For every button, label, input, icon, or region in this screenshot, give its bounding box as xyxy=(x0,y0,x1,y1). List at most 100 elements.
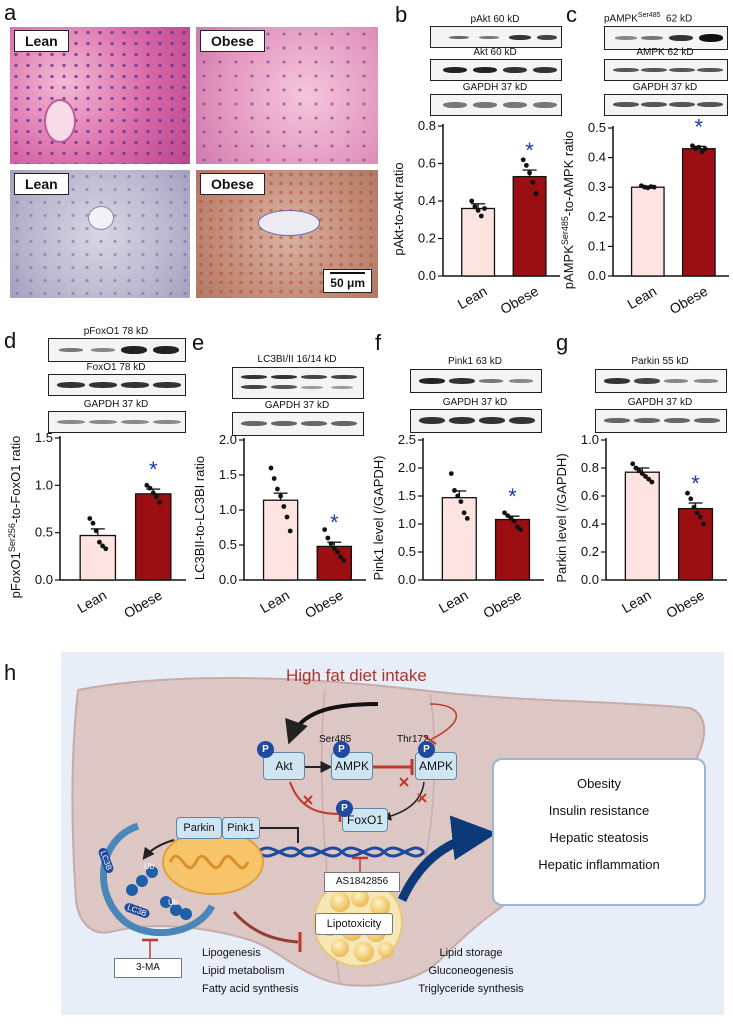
data-point xyxy=(690,143,695,149)
y-axis-label: Pink1 level (/GAPDH) xyxy=(371,456,386,581)
data-point xyxy=(520,157,526,163)
data-point xyxy=(103,546,109,552)
phospho-icon: P xyxy=(333,741,350,758)
list-item: Fatty acid synthesis xyxy=(202,983,299,995)
significance-star: * xyxy=(149,457,158,482)
data-point xyxy=(461,510,467,516)
y-tick-label: 0.4 xyxy=(581,516,599,531)
ampk-to-foxo1-arrow xyxy=(382,781,425,821)
y-tick-label: 0.2 xyxy=(418,231,436,246)
y-axis-label: Parkin level (/GAPDH) xyxy=(554,453,569,582)
data-point xyxy=(697,514,703,520)
list-item: Lipogenesis xyxy=(202,947,261,959)
ub-label: Ub xyxy=(144,862,155,871)
bar-lean xyxy=(461,207,496,277)
data-point xyxy=(458,499,464,504)
data-point xyxy=(508,516,514,521)
blot-gapdh xyxy=(232,412,364,436)
outcome-item: Obesity xyxy=(576,776,622,791)
y-tick-label: 0.3 xyxy=(588,179,606,194)
bar-obese xyxy=(677,507,714,581)
ubiquitin-chain-icon xyxy=(126,866,192,920)
data-point xyxy=(702,146,708,152)
data-point xyxy=(630,461,636,467)
data-point xyxy=(97,539,102,545)
blot-label: LC3BI/II 16/14 kD xyxy=(257,354,337,365)
significance-star: * xyxy=(330,510,339,535)
data-point xyxy=(643,474,648,479)
blot-foxo1 xyxy=(48,374,186,396)
y-tick-label: 1.0 xyxy=(581,432,599,447)
y-tick-label: 0.6 xyxy=(418,156,436,171)
data-point xyxy=(335,549,340,555)
data-point xyxy=(699,149,705,155)
panel-letter-e: e xyxy=(192,330,205,355)
data-point xyxy=(533,191,539,196)
y-axis-label: pFoxO1Ser256-to-FoxO1 ratio xyxy=(7,436,23,599)
bar-lean xyxy=(262,499,299,581)
blot-label: GAPDH 37 kD xyxy=(442,397,508,408)
data-point xyxy=(90,520,96,526)
micro-label: Obese xyxy=(200,30,265,52)
data-point xyxy=(685,490,690,496)
y-tick-label: 1.5 xyxy=(398,488,416,503)
data-point xyxy=(478,213,484,219)
ampk-active-node: AMPK xyxy=(415,752,457,780)
blot-label: AMPK 62 kD xyxy=(636,47,694,58)
y-tick-label: 0.0 xyxy=(418,268,436,283)
lipotoxicity-to-outcome-arrow xyxy=(397,815,497,902)
y-tick-label: 0.4 xyxy=(588,150,606,165)
data-point xyxy=(472,204,478,210)
parkin-node: Parkin xyxy=(176,817,222,839)
data-point xyxy=(502,510,507,516)
blot-gapdh xyxy=(410,409,542,433)
data-point xyxy=(281,504,287,509)
bar-obese xyxy=(494,518,531,581)
data-point xyxy=(633,465,639,471)
data-point xyxy=(701,521,706,527)
blot-label: GAPDH 37 kD xyxy=(632,82,698,93)
data-point xyxy=(157,499,163,505)
data-point xyxy=(452,488,457,493)
data-point xyxy=(518,527,523,532)
blot-gapdh xyxy=(595,409,727,433)
data-point xyxy=(287,528,293,534)
data-point xyxy=(651,184,657,190)
blot-label: Akt 60 kD xyxy=(473,47,517,58)
data-point xyxy=(511,518,517,524)
blot-gapdh xyxy=(48,411,186,433)
y-tick-label: 1.5 xyxy=(219,467,237,482)
y-tick-label: 1.0 xyxy=(35,477,53,492)
significance-star: * xyxy=(508,484,517,509)
y-tick-label: 0.0 xyxy=(581,572,599,587)
mitochondrion-icon xyxy=(162,829,264,895)
data-point xyxy=(514,524,520,530)
data-point xyxy=(649,479,655,485)
y-tick-label: 1.0 xyxy=(219,502,237,517)
ub-label: Ub xyxy=(168,898,179,907)
he-micrograph-lean: Lean xyxy=(10,27,190,164)
3ma-inhibitor: 3-MA xyxy=(114,958,182,978)
data-point xyxy=(154,494,159,500)
y-tick-label: 1.5 xyxy=(35,430,53,445)
data-point xyxy=(530,179,536,185)
panel-letter-a: a xyxy=(4,0,17,25)
as1842856-inhibitor: AS1842856 xyxy=(324,872,400,892)
blot-label: pAkt 60 kD xyxy=(470,14,520,25)
panel-letter-f: f xyxy=(375,330,382,355)
phospho-icon: P xyxy=(257,741,274,758)
blot-label: pAMPKSer485 62 kD xyxy=(604,12,693,25)
data-point xyxy=(341,558,347,563)
blot-label: GAPDH 37 kD xyxy=(462,82,528,93)
data-point xyxy=(694,510,700,516)
scale-bar: 50 μm xyxy=(323,269,372,293)
data-point xyxy=(147,485,153,491)
hfd-inhibit-ampk xyxy=(429,703,457,741)
data-point xyxy=(688,496,694,502)
foxo1-node: FoxO1 xyxy=(342,808,388,832)
data-point xyxy=(527,170,532,176)
significance-star: * xyxy=(525,138,534,163)
micro-label: Lean xyxy=(14,30,69,52)
